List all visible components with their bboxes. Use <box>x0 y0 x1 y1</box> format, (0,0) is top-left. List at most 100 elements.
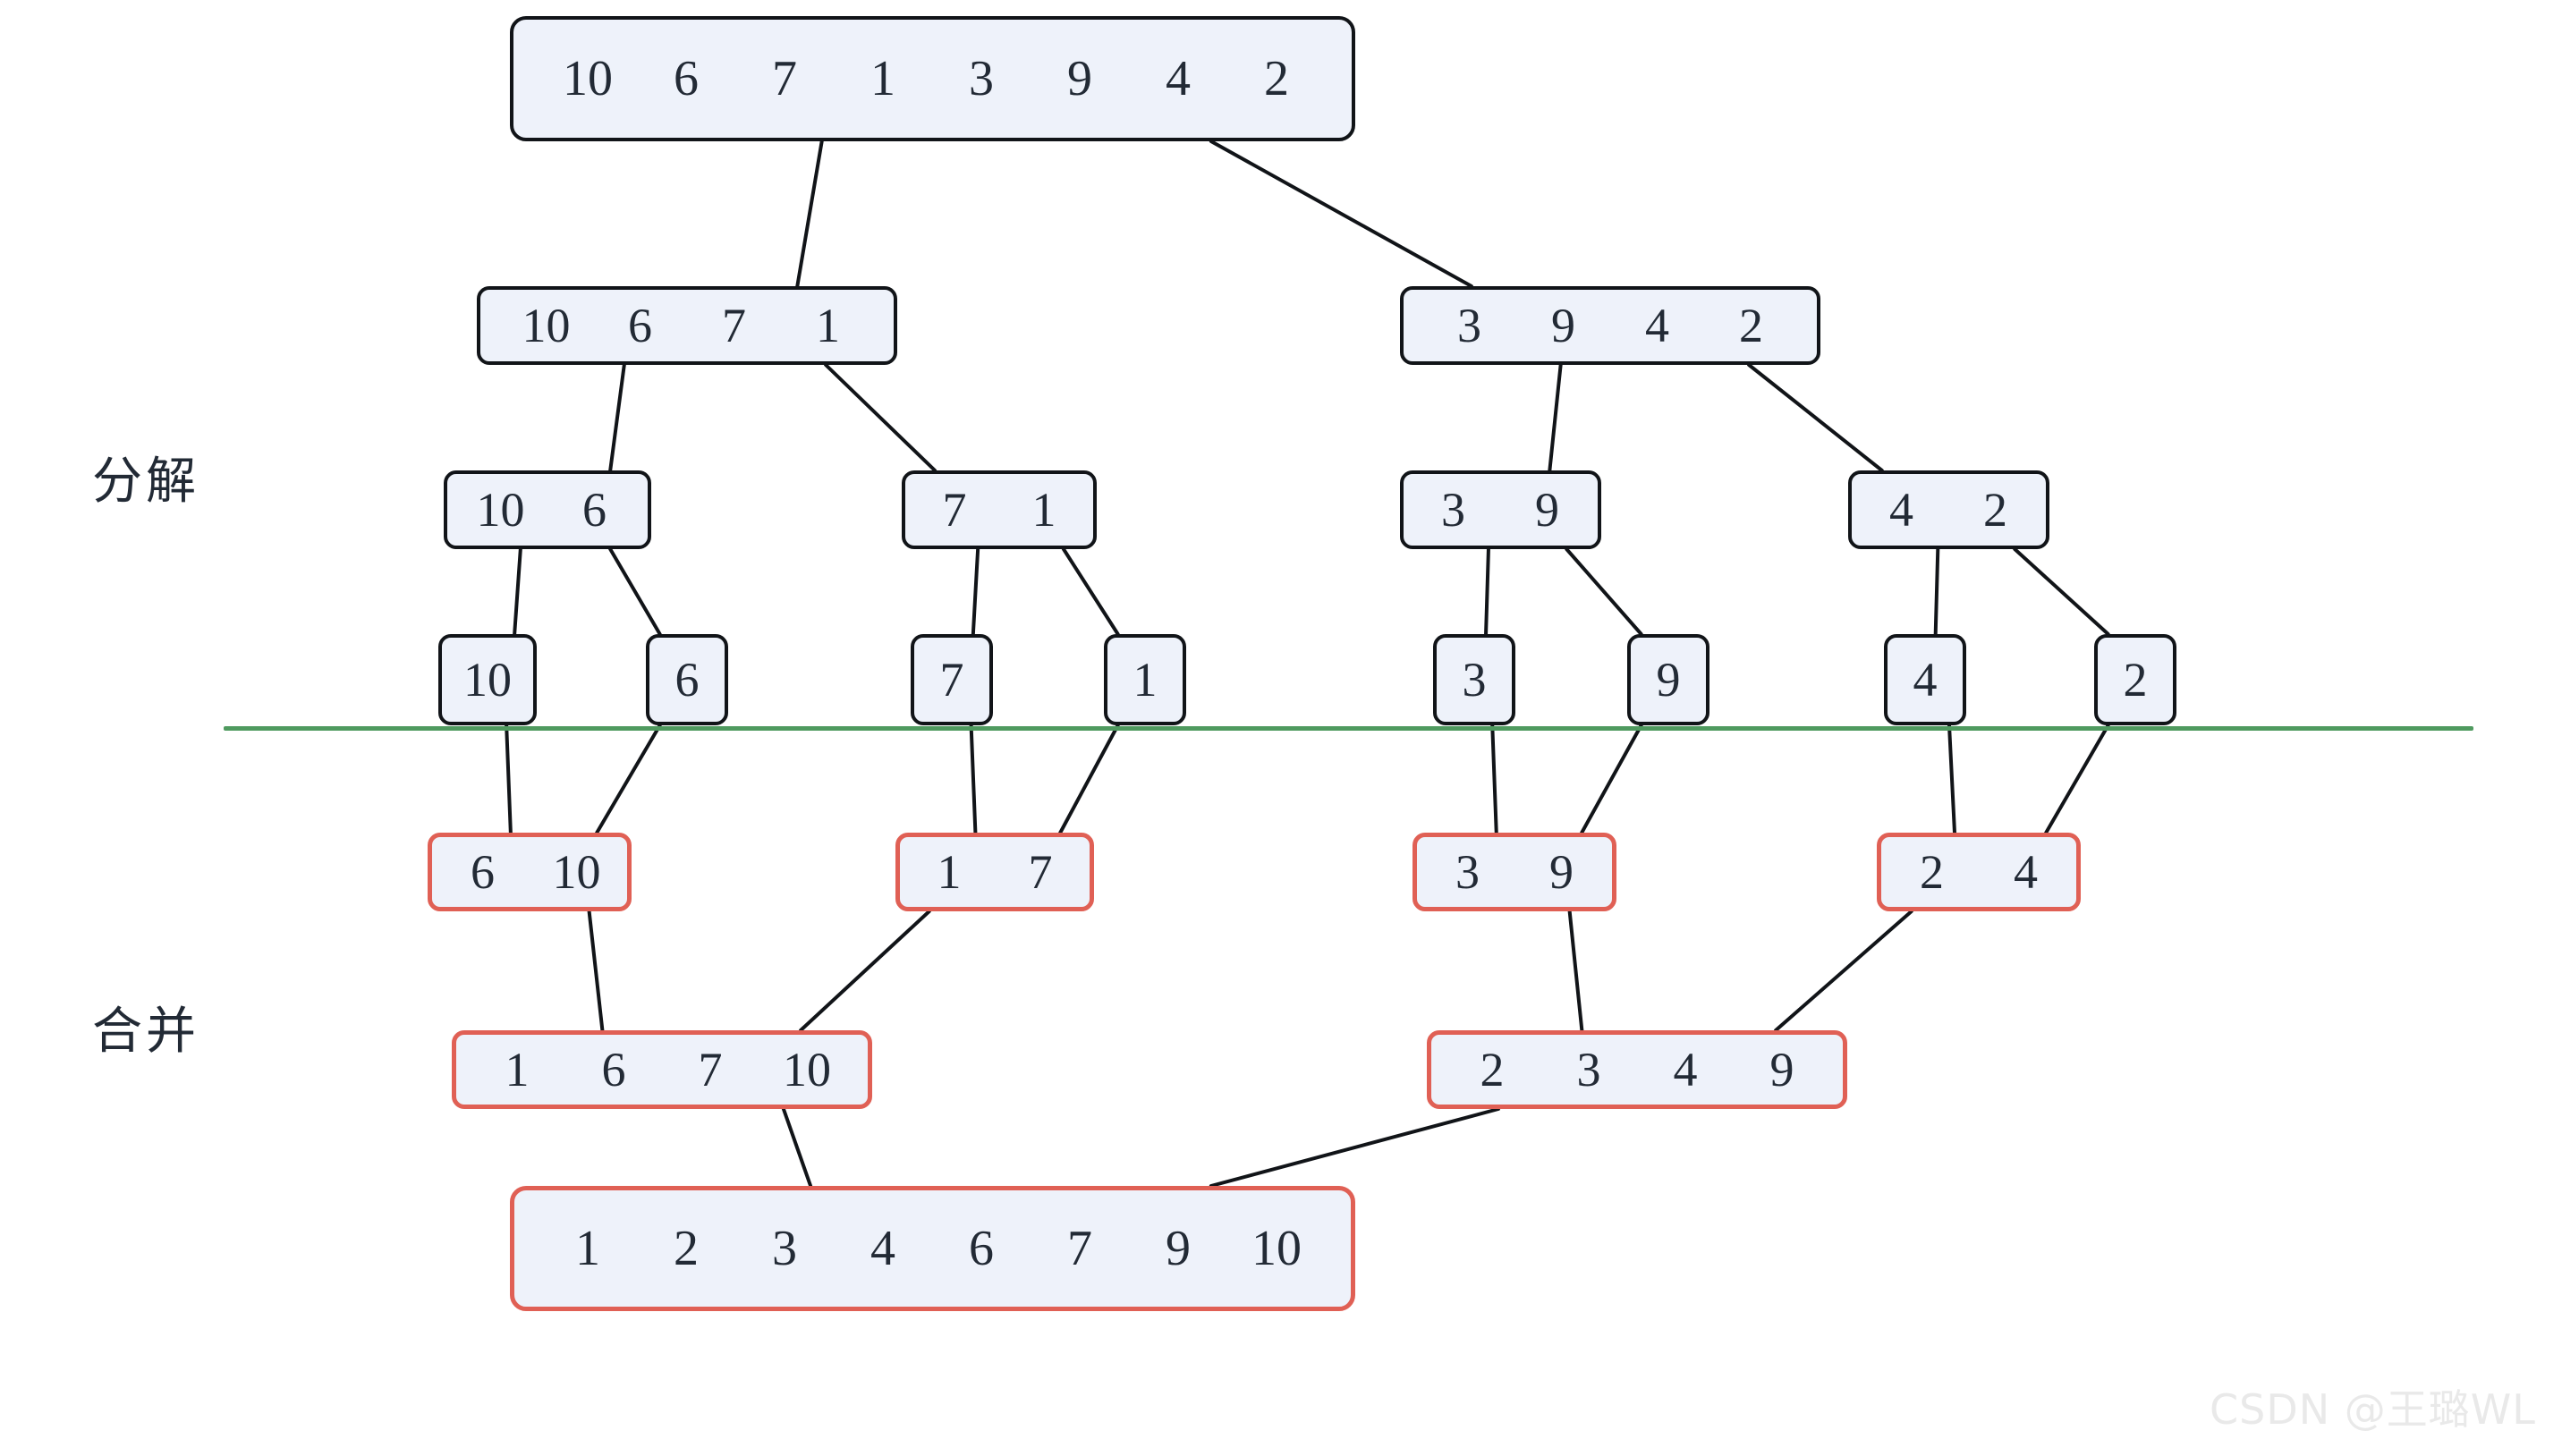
node-value: 6 <box>674 653 700 707</box>
tree-edge <box>1058 724 1120 834</box>
tree-edge <box>1565 547 1643 636</box>
node-values: 1 <box>1105 656 1185 704</box>
tree-edge <box>513 547 522 636</box>
node-value: 2 <box>1480 1043 1505 1096</box>
node-value: 7 <box>698 1043 723 1096</box>
node-value: 4 <box>1673 1043 1698 1096</box>
node-value: 7 <box>1067 1221 1092 1276</box>
node-value: 9 <box>1656 653 1681 707</box>
node-value: 10 <box>783 1043 831 1096</box>
node-value: 9 <box>1166 1221 1191 1276</box>
array-node-m1a: 6 10 <box>428 833 632 911</box>
node-values: 10 <box>441 656 535 704</box>
node-value: 7 <box>942 483 967 537</box>
node-value: 10 <box>563 51 613 106</box>
node-value: 6 <box>601 1043 626 1096</box>
tree-edge <box>1747 363 1884 472</box>
tree-edge <box>1209 140 1473 288</box>
array-node-d2a: 10 6 <box>444 470 651 549</box>
node-value: 9 <box>1535 483 1559 537</box>
node-value: 7 <box>722 299 746 352</box>
node-value: 3 <box>1462 653 1487 707</box>
node-value: 2 <box>1983 483 2007 537</box>
tree-edge <box>1484 547 1490 636</box>
tree-edge <box>795 140 824 288</box>
node-value: 6 <box>628 299 652 352</box>
node-value: 1 <box>1031 483 1056 537</box>
node-values: 10 6 <box>454 486 641 534</box>
node-value: 1 <box>1133 653 1158 707</box>
node-value: 6 <box>471 845 495 899</box>
node-values: 4 <box>1885 656 1965 704</box>
tree-edge <box>1061 547 1120 636</box>
node-value: 3 <box>1455 845 1480 899</box>
array-node-leaf8: 2 <box>2094 634 2176 725</box>
node-value: 6 <box>674 51 699 106</box>
node-value: 4 <box>2014 845 2038 899</box>
node-value: 2 <box>1920 845 1944 899</box>
node-value: 2 <box>1739 299 1763 352</box>
stage-label-merge: 合并 <box>92 1003 199 1061</box>
stage-label-decompose: 分解 <box>92 453 199 511</box>
node-value: 1 <box>505 1043 530 1096</box>
tree-edge <box>505 724 513 834</box>
node-value: 10 <box>476 483 525 537</box>
tree-edge <box>1947 724 1956 834</box>
node-value: 4 <box>1889 483 1913 537</box>
array-node-leaf2: 6 <box>646 634 728 725</box>
node-value: 3 <box>1441 483 1465 537</box>
tree-edge <box>1567 910 1584 1032</box>
node-value: 3 <box>1576 1043 1601 1096</box>
node-value: 9 <box>1551 299 1575 352</box>
node-value: 9 <box>1769 1043 1794 1096</box>
tree-edge <box>1580 724 1643 834</box>
node-value: 1 <box>575 1221 600 1276</box>
array-node-leaf6: 9 <box>1627 634 1709 725</box>
node-value: 1 <box>937 845 962 899</box>
split-divider-line <box>224 726 2473 731</box>
node-value: 2 <box>1264 51 1289 106</box>
tree-edge <box>799 910 931 1032</box>
array-node-leaf5: 3 <box>1433 634 1515 725</box>
node-value: 4 <box>870 1221 895 1276</box>
array-node-leaf7: 4 <box>1884 634 1966 725</box>
array-node-m2L: 1 6 7 10 <box>452 1030 872 1109</box>
node-value: 4 <box>1645 299 1669 352</box>
node-value: 2 <box>674 1221 699 1276</box>
node-value: 9 <box>1067 51 1092 106</box>
tree-edge <box>1774 910 1913 1032</box>
array-node-leaf3: 7 <box>911 634 993 725</box>
node-value: 2 <box>2123 653 2148 707</box>
tree-edge <box>1548 363 1563 472</box>
tree-edge <box>2044 724 2110 834</box>
tree-edge <box>587 910 605 1032</box>
node-values: 6 <box>647 656 727 704</box>
node-value: 9 <box>1549 845 1574 899</box>
tree-edge <box>1209 1107 1500 1188</box>
node-value: 7 <box>1028 845 1053 899</box>
node-value: 6 <box>582 483 607 537</box>
tree-edge <box>2013 547 2110 636</box>
node-value: 10 <box>552 845 601 899</box>
node-value: 6 <box>969 1221 994 1276</box>
tree-edge <box>608 547 662 636</box>
tree-edge <box>595 724 662 834</box>
node-value: 7 <box>939 653 964 707</box>
node-value: 1 <box>816 299 840 352</box>
tree-edge <box>824 363 937 472</box>
tree-edge <box>971 547 980 636</box>
node-values: 1 6 7 10 <box>469 1045 855 1094</box>
array-node-m2R: 2 3 4 9 <box>1427 1030 1847 1109</box>
